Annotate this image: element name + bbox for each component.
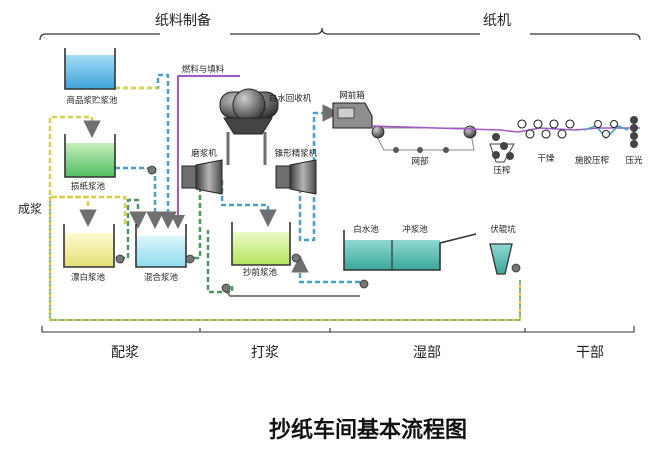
section-refining-label: 打浆 [251,344,279,361]
diagram-title: 抄纸车间基本流程图 [269,417,467,443]
wire-section-label: 网部 [411,156,429,167]
press-section: 压榨 [489,133,515,176]
tank-broke: 损纸浆池 [64,134,157,192]
section-blending-label: 配浆 [111,345,139,361]
couch-pit: 伏辊坑 [489,224,521,275]
tank-pre-machine-label: 抄前浆池 [243,267,278,278]
refiner: 磨浆机 [181,148,223,195]
tank-pre-machine: 抄前浆池 [221,222,301,293]
refiner-label: 磨浆机 [191,148,217,159]
dryer-label: 干燥 [537,153,555,164]
tank-mixing-label: 混合浆池 [144,272,179,283]
pipe-network [48,73,522,322]
section-pulp-prep-label: 纸料制备 [155,12,211,29]
section-dry-end-label: 干部 [576,345,604,361]
saveall-label: 白水回收机 [269,93,312,104]
calender-label: 压光 [625,155,643,166]
tank-dilution-label: 冲浆池 [402,224,428,235]
headbox: 网前箱 [332,90,373,129]
tank-broke-label: 损纸浆池 [71,181,106,192]
bottom-section-bracket [41,326,635,333]
couch-pit-label: 伏辊坑 [490,224,516,235]
dye-filler-label: 燃料与填料 [182,64,225,75]
dryer-section [517,119,575,139]
tank-commercial-pulp-label: 商品浆贮浆池 [66,95,118,106]
press-label: 压榨 [493,165,511,176]
section-wet-end-label: 湿部 [413,345,441,361]
tank-bleached-label: 漂白浆池 [71,272,106,283]
deflaker: 锥形精浆机 [275,148,318,195]
saveall: 白水回收机 [219,88,312,135]
tank-bleached: 漂白浆池 [63,224,125,283]
deflaker-label: 锥形精浆机 [275,148,318,159]
tank-commercial-pulp: 商品浆贮浆池 [64,48,118,106]
top-section-bracket [39,27,641,41]
size-press-label: 施胶压榨 [575,155,610,166]
tank-white-water: 白水池 冲浆池 [343,224,477,289]
finished-pulp-label: 成浆 [18,201,42,216]
tank-mixing: 混合浆池 [135,224,195,283]
headbox-label: 网前箱 [339,90,365,101]
section-paper-machine-label: 纸机 [483,13,511,29]
size-press-section: 施胶压榨 [575,120,629,166]
calender-section [630,116,638,148]
wire-section: 网部 [371,125,477,167]
tank-white-water-label: 白水池 [353,224,379,235]
